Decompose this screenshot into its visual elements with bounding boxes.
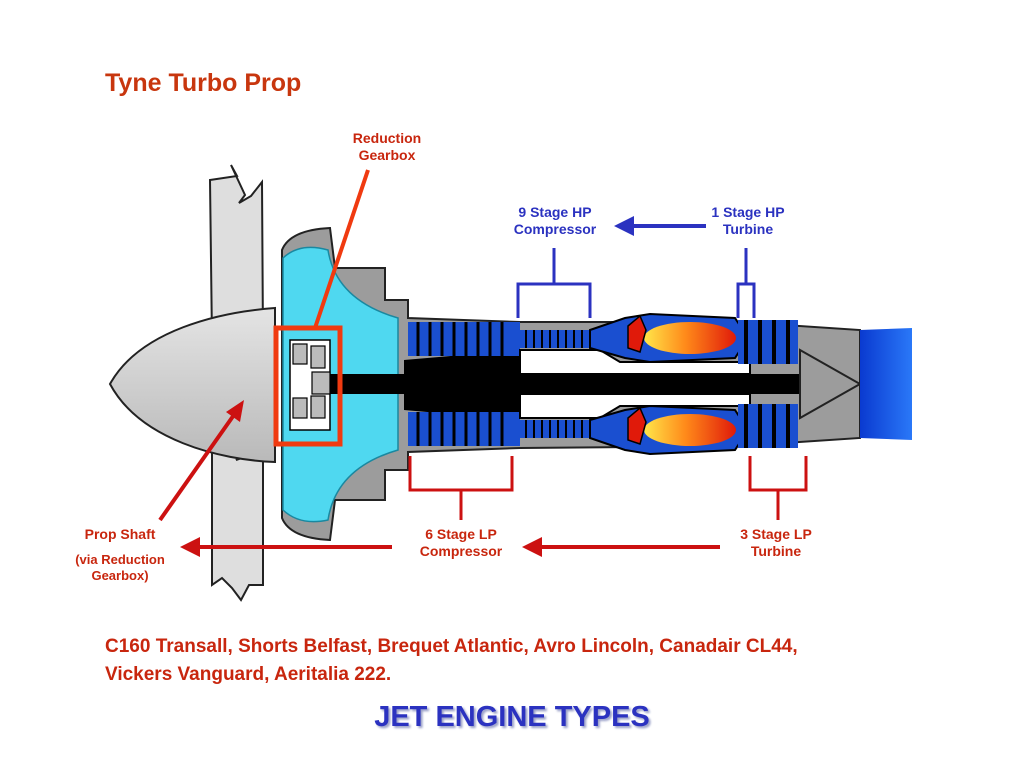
- hp-turbine-bracket: [736, 248, 756, 318]
- prop-shaft-pointer-arrowhead: [226, 400, 244, 422]
- combustion-chamber-lower: [589, 404, 750, 456]
- lp-drive-arrowhead: [522, 537, 542, 557]
- gearbox-leader-line: [313, 169, 370, 329]
- lp-compressor-drum: [404, 350, 520, 420]
- lp-compressor-blades: [408, 322, 520, 446]
- page-title: Tyne Turbo Prop: [105, 69, 302, 97]
- lp-turbine-bracket: [748, 456, 808, 520]
- hp-spool-passage-lower: [519, 393, 751, 419]
- exhaust-jet: [860, 328, 912, 440]
- core-shaft: [330, 374, 810, 394]
- combustion-chamber-upper: [589, 312, 750, 364]
- reduction-gearbox-highlight: [273, 325, 343, 447]
- lp-compressor-bracket: [408, 456, 514, 520]
- hp-compressor-bracket: [516, 248, 592, 318]
- prop-drive-arrowhead: [180, 537, 200, 557]
- prop-shaft-pointer-line: [158, 410, 238, 522]
- hp-drive-arrowhead: [614, 216, 634, 236]
- reduction-gearbox-gears: [289, 339, 331, 431]
- footer-heading: JET ENGINE TYPES: [374, 701, 650, 733]
- spinner: [108, 306, 276, 464]
- exhaust-cone: [799, 348, 863, 420]
- hp-compressor-blades: [520, 330, 590, 438]
- aircraft-list: C160 Transall, Shorts Belfast, Brequet A…: [105, 636, 798, 685]
- turbine-blades: [738, 320, 798, 448]
- prop-shaft-label: Prop Shaft: [84, 526, 156, 542]
